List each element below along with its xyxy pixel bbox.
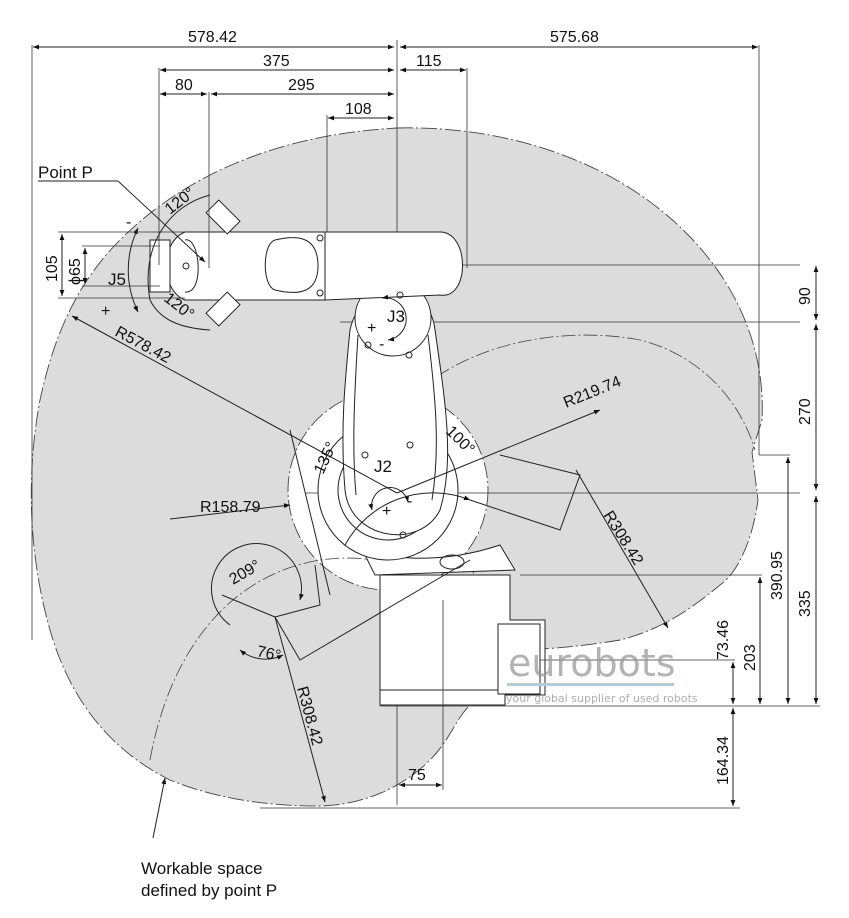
j2-plus-sign: +: [382, 503, 391, 520]
radius-r158-79: R158.79: [200, 499, 261, 516]
dim-575-68: 575.68: [550, 29, 599, 46]
robot-body: [149, 199, 546, 706]
joint-labels: Point P J2 J3 J5 + - + - - +: [38, 163, 412, 520]
j5-plus-sign: +: [101, 303, 110, 320]
dim-80: 80: [175, 77, 193, 94]
j5-minus-sign: -: [126, 214, 131, 231]
j2-label: J2: [374, 457, 392, 476]
watermark-bar: [507, 683, 674, 686]
j3-label: J3: [387, 307, 405, 326]
dim-203: 203: [742, 644, 759, 671]
point-p-label: Point P: [38, 163, 93, 182]
dim-335: 335: [797, 590, 814, 617]
dim-73-46: 73.46: [715, 620, 732, 660]
dim-115: 115: [416, 53, 442, 70]
right-dimension-lines: [380, 266, 820, 806]
caption-line-2: defined by point P: [141, 881, 278, 900]
j5-label: J5: [108, 270, 126, 289]
left-bottom-dimension-lines: [58, 231, 444, 790]
workable-space-caption: Workable space defined by point P: [141, 858, 277, 902]
eurobots-watermark: eurobots your global supplier of used ro…: [506, 641, 698, 705]
dim-164-34: 164.34: [715, 736, 732, 785]
dim-108: 108: [345, 101, 372, 118]
j2-minus-sign: -: [407, 493, 412, 510]
joint-rotation-arrows: [127, 194, 410, 511]
dim-75: 75: [408, 767, 426, 784]
watermark-brand: eurobots: [508, 641, 676, 685]
j3-plus-sign: +: [367, 320, 376, 337]
angle-j3-76: 76°: [255, 643, 282, 665]
j3-minus-sign: -: [379, 336, 384, 353]
dim-90: 90: [797, 287, 814, 305]
watermark-tagline: your global supplier of used robots: [506, 692, 698, 705]
radius-leaders: [38, 180, 669, 839]
dim-375: 375: [263, 53, 290, 70]
dim-105: 105: [44, 255, 61, 282]
dim-578-42: 578.42: [188, 29, 237, 46]
dim-270: 270: [797, 398, 814, 425]
dim-295: 295: [288, 77, 315, 94]
dim-390-95: 390.95: [769, 551, 786, 600]
caption-line-1: Workable space: [141, 859, 263, 878]
dim-phi65: ϕ65: [67, 258, 84, 285]
